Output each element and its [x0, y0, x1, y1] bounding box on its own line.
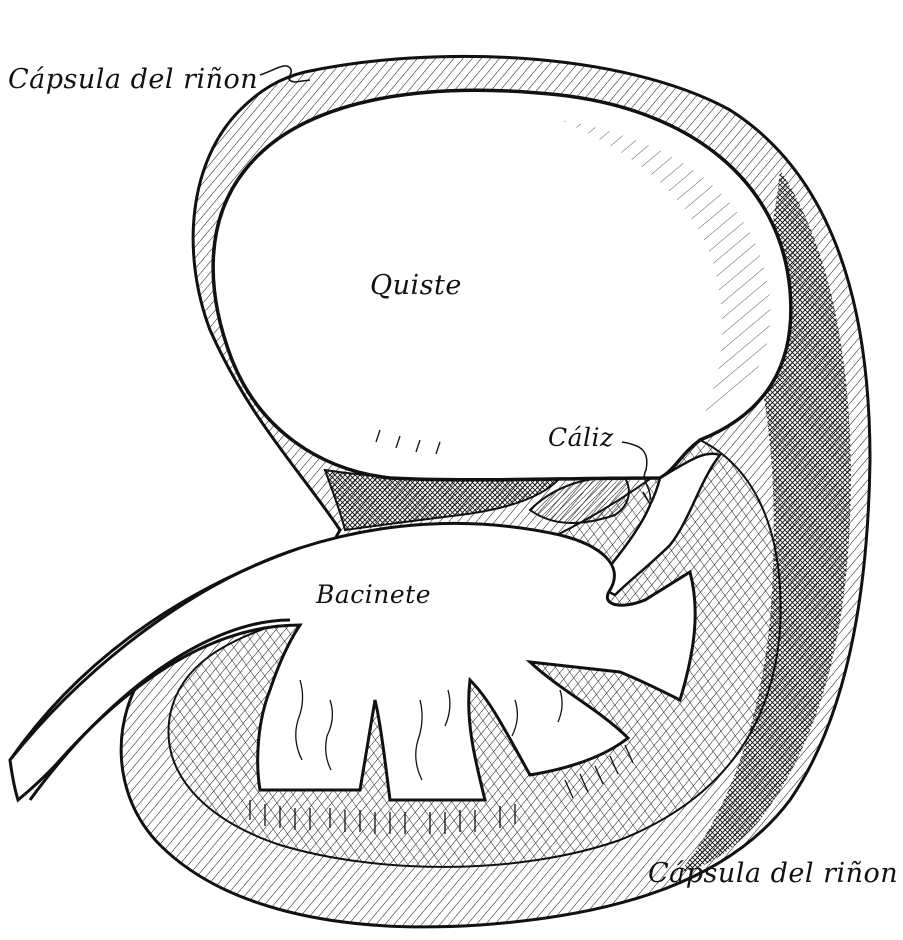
calyx-label: Cáliz: [548, 423, 614, 452]
renal-pelvis: [10, 523, 695, 800]
pelvis-label: Bacinete: [316, 580, 431, 609]
capsule-label-bottom: Cápsula del riñon: [648, 858, 898, 889]
cyst-label: Quiste: [370, 270, 462, 301]
capsule-label-top: Cápsula del riñon: [8, 64, 258, 95]
